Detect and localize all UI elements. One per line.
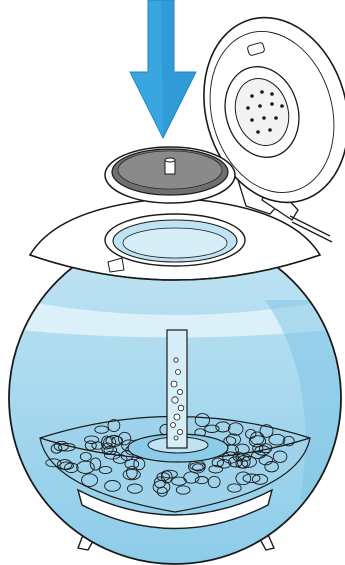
filter-hole (250, 94, 254, 98)
insert-arrow (130, 0, 196, 138)
filter-hole (270, 92, 274, 96)
filter-hole (280, 104, 284, 108)
filter-hole (268, 128, 272, 132)
air-bubble (176, 370, 181, 375)
air-bubble (171, 423, 176, 428)
filter-hole (250, 118, 254, 122)
air-bubble (178, 405, 184, 411)
air-bubble (177, 429, 182, 434)
filter-hole (270, 102, 274, 106)
air-bubble (177, 389, 182, 394)
filter-hole (246, 106, 250, 110)
filter-hole (260, 90, 264, 94)
air-bubble (174, 414, 180, 420)
filter-hole (258, 104, 262, 108)
air-bubble (174, 436, 178, 440)
air-bubble (174, 358, 178, 362)
inner-lid (105, 147, 235, 203)
filter-hole (256, 130, 260, 134)
filter-hole (274, 116, 278, 120)
filter-hole (262, 116, 266, 120)
air-bubble (172, 397, 178, 403)
air-bubble (171, 381, 177, 387)
